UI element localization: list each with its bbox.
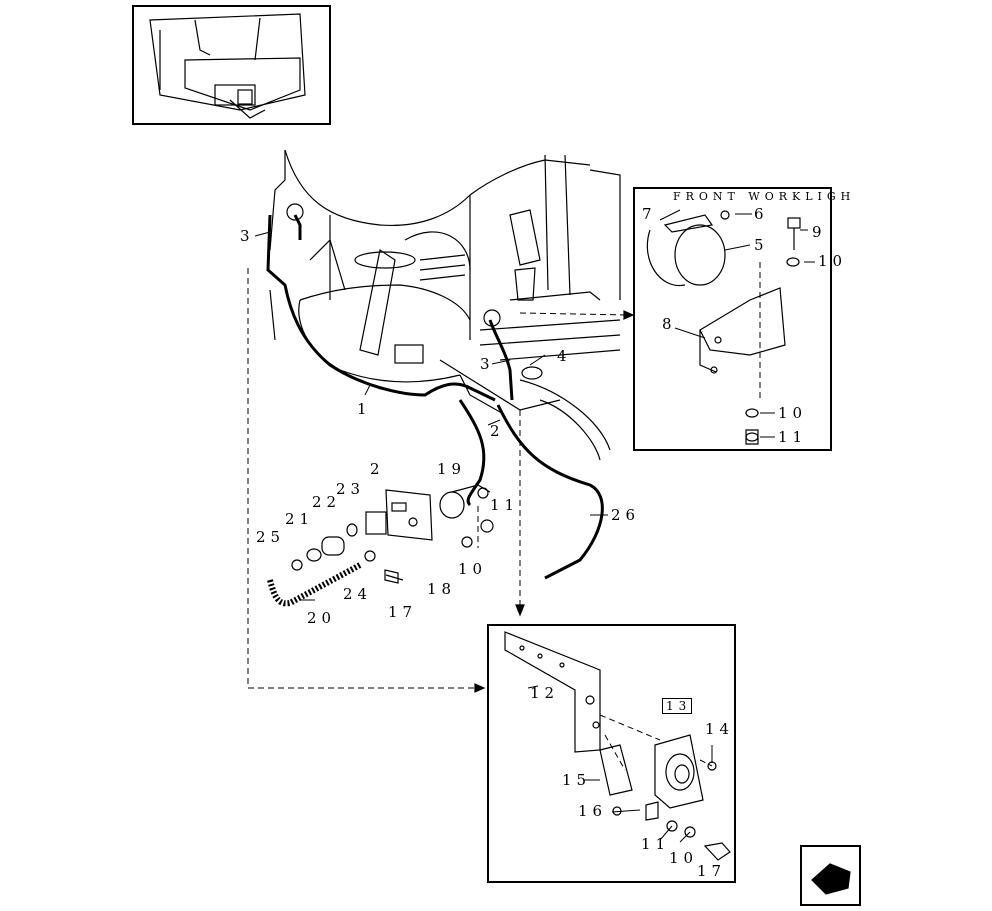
front-worklight-panel-title: FRONT WORKLIGH [673,190,856,203]
callout-18: 18 [427,580,457,598]
front-worklight-exploded [646,210,801,445]
callout-20: 20 [307,609,337,627]
wiring-harness-2 [458,399,486,507]
callout-3-cab: 3 [240,227,255,245]
callout-10-worklight-top: 10 [818,252,848,270]
callout-22: 22 [312,493,342,511]
callout-1-harness: 1 [357,400,372,418]
callout-11-plug: 11 [490,496,520,514]
callout-16: 16 [578,802,608,820]
callout-13-box: 13 [662,698,693,714]
callout-8: 8 [662,315,677,333]
callout-9: 9 [812,223,827,241]
wiring-harness-3-right [488,319,514,401]
callout-7: 7 [642,205,657,223]
callout-11-rear: 11 [641,835,671,853]
callout-4: 4 [557,347,572,365]
callout-23: 23 [336,480,366,498]
arrow-glyph [811,863,851,895]
callout-14: 14 [705,720,735,738]
callout-19: 19 [437,460,467,478]
wiring-harness-3-upper [293,214,302,240]
callout-12: 12 [530,684,560,702]
rear-light-exploded [504,631,731,861]
wiring-harness-1 [266,214,496,402]
main-cab-outline [269,149,621,461]
callout-17-rear: 17 [697,862,727,880]
callout-2-plug: 2 [370,460,385,478]
callout-10-worklight-bottom: 10 [778,404,808,422]
callout-24: 24 [343,585,373,603]
callout-2-harness: 2 [490,422,505,440]
front-worklight-detail-panel [633,187,832,451]
callout-11-worklight: 11 [778,428,808,446]
wiring-harness-26 [496,404,604,580]
rear-light-detail-panel [487,624,736,883]
callout-17-plug: 17 [388,603,418,621]
switch-plug-assembly [267,484,494,607]
callout-6: 6 [754,205,769,223]
callout-10-plug: 10 [458,560,488,578]
callout-26: 26 [611,506,641,524]
callout-5: 5 [754,236,769,254]
callout-10-rear: 10 [669,849,699,867]
callout-21: 21 [285,510,315,528]
callout-25: 25 [256,528,286,546]
thumbnail-cab-sketch [149,13,306,119]
callout-3-right: 3 [480,355,495,373]
callout-15: 15 [562,771,592,789]
